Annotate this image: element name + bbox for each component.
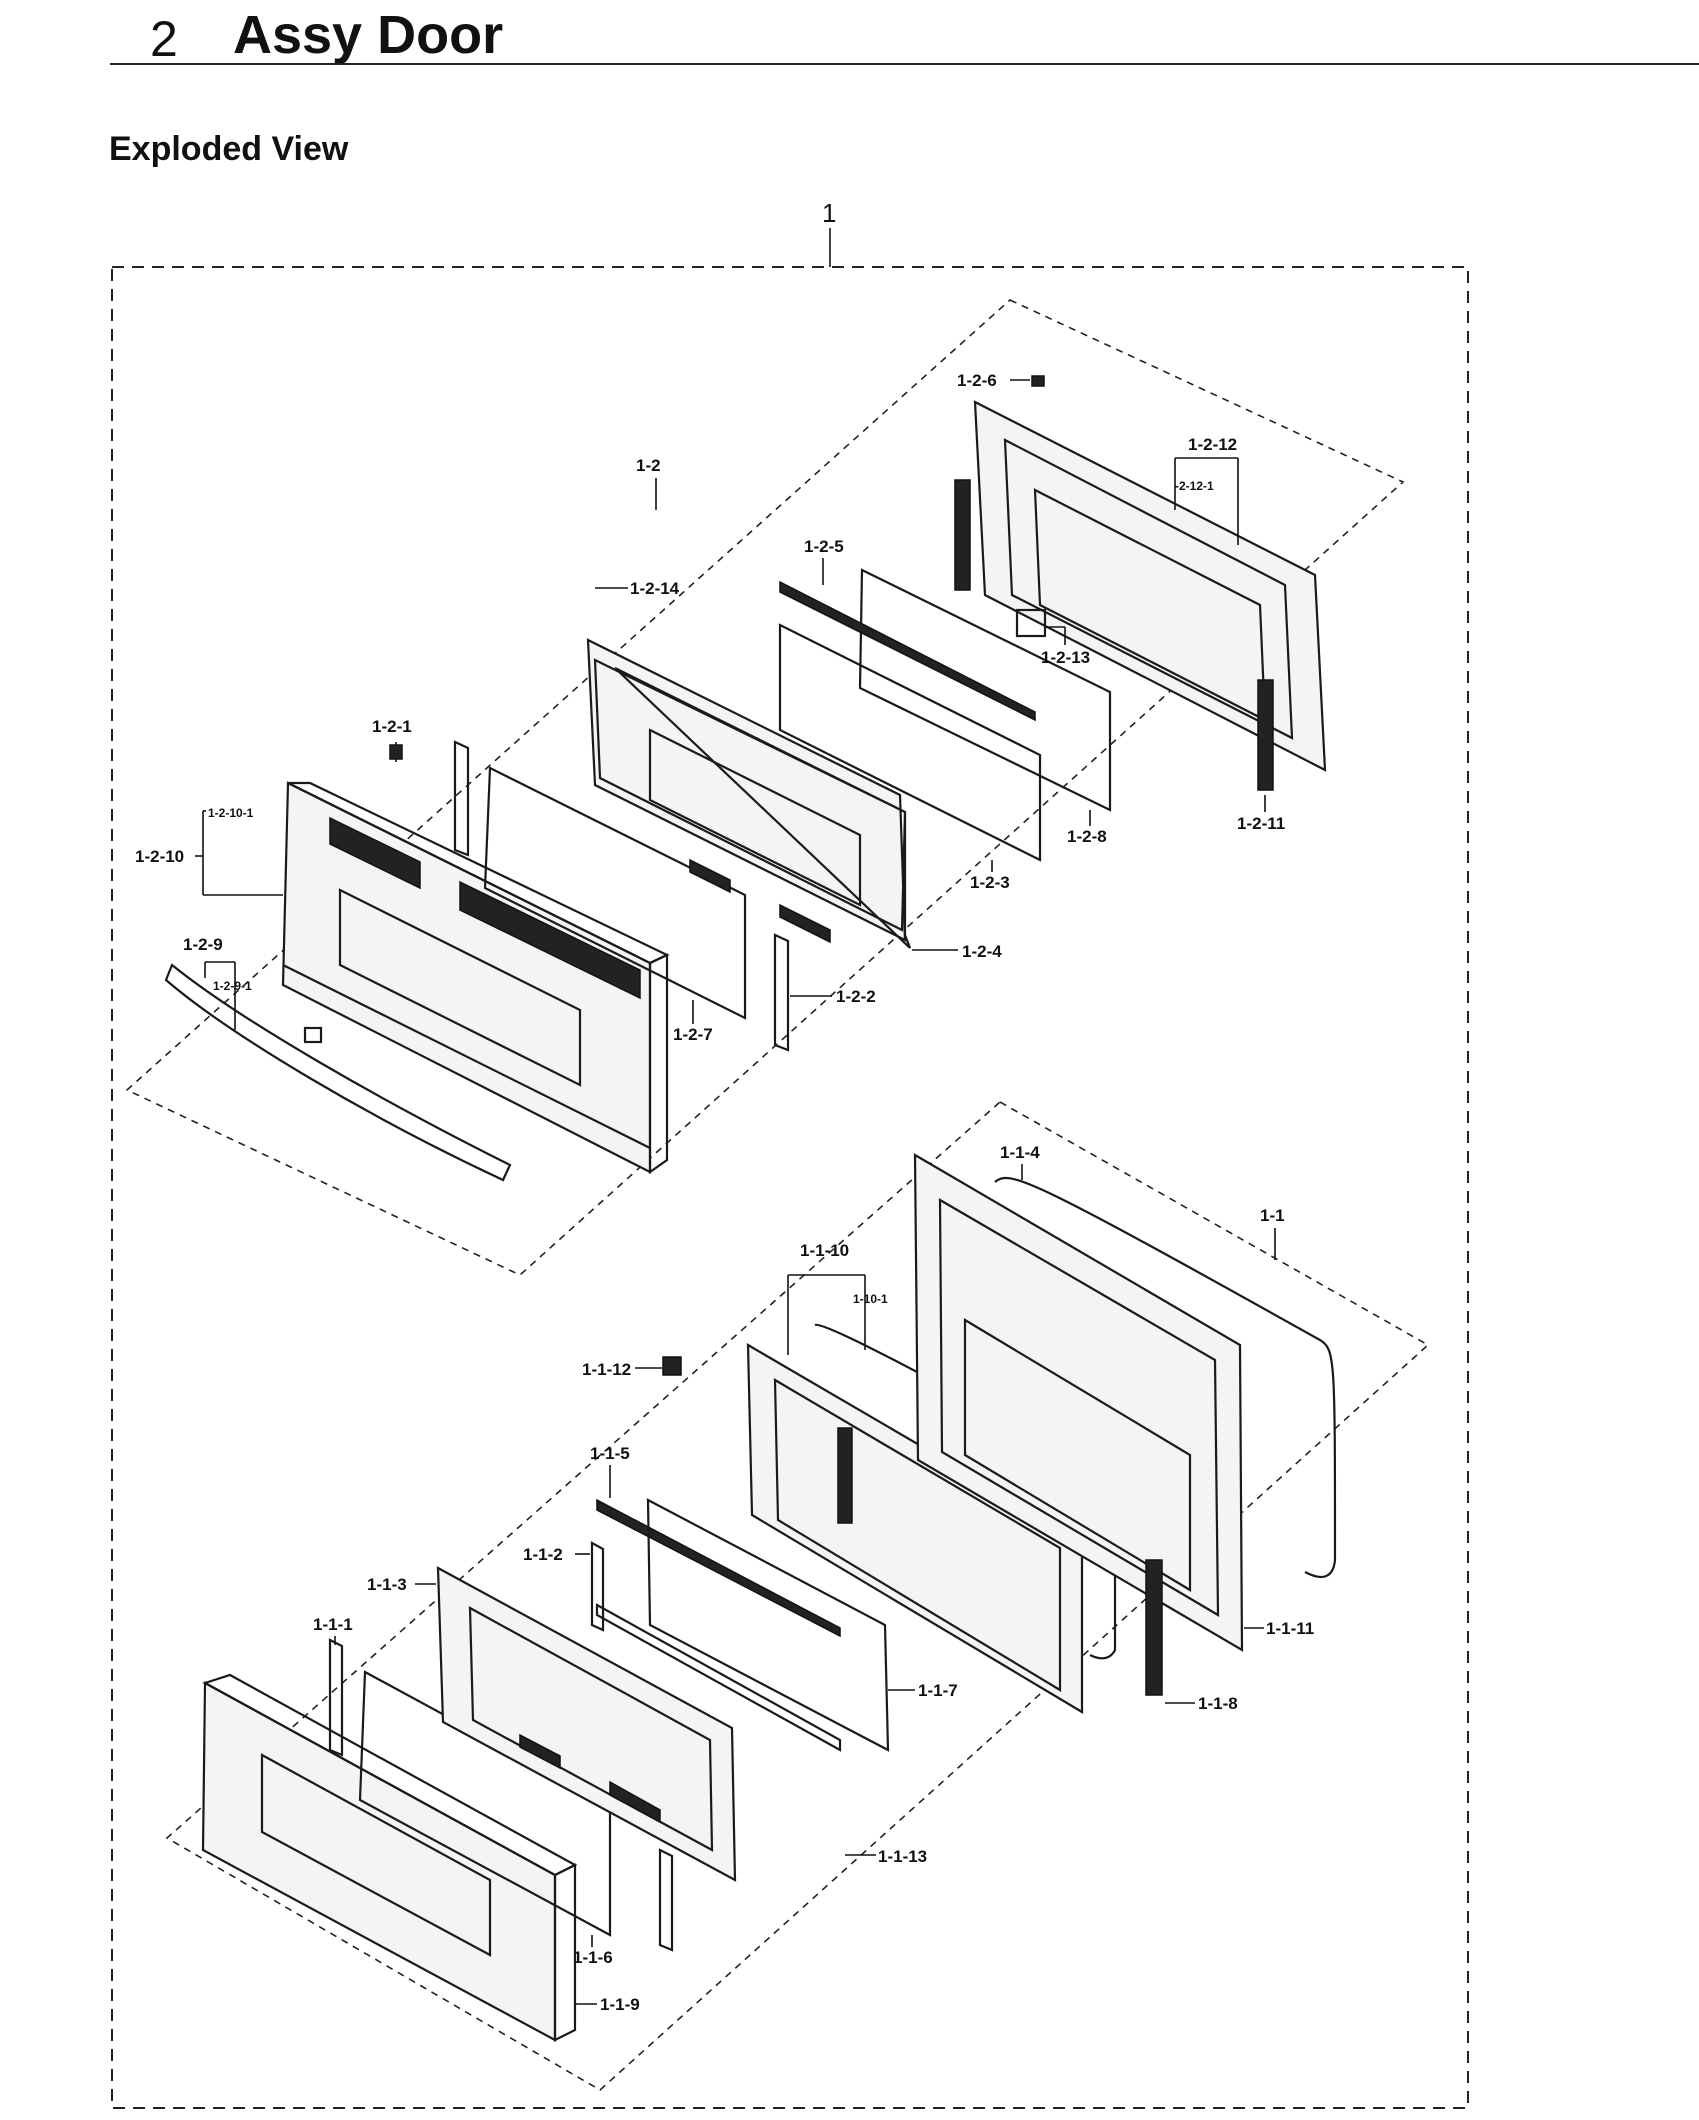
part-1-1-2-bracket [590, 1541, 605, 1632]
part-1-1-7-glass [646, 1498, 890, 1752]
label-1-1-3: 1-1-3 [367, 1575, 407, 1594]
label-1-1: 1-1 [1260, 1206, 1285, 1225]
part-1-1-12-clip [662, 1356, 682, 1376]
label-1-2-10: 1-2-10 [135, 847, 184, 866]
label-1-2-12: 1-2-12 [1188, 435, 1237, 454]
label-1-2: 1-2 [636, 456, 661, 475]
part-1-2-7-glass [483, 766, 747, 1020]
part-1-2-9-handle [164, 963, 512, 1182]
part-1-1-8-hinge [1145, 1559, 1163, 1696]
label-1-2-6: 1-2-6 [957, 371, 997, 390]
label-1-1-10: 1-1-10 [800, 1241, 849, 1260]
part-1-2-5-strip [779, 580, 1036, 722]
subassembly-1-2-boundary [125, 299, 1405, 1276]
label-1-1-1: 1-1-1 [313, 1615, 353, 1634]
part-1-1-4-gasket [994, 1176, 1337, 1579]
label-1-1-8: 1-1-8 [1198, 1694, 1238, 1713]
label-1-2-13: 1-2-13 [1041, 648, 1090, 667]
part-1-2-1-screw [389, 742, 403, 762]
subassembly-1-1-boundary [165, 1101, 1430, 2091]
label-1-2-8: 1-2-8 [1067, 827, 1107, 846]
view-title: Exploded View [109, 130, 349, 168]
header-rule [110, 63, 1699, 65]
section-number: 2 [150, 11, 178, 67]
label-1-2-1: 1-2-1 [372, 717, 412, 736]
label-1-2-14: 1-2-14 [630, 579, 680, 598]
label-1-1-2: 1-1-2 [523, 1545, 563, 1564]
part-1-2-3-inner-panel [586, 638, 907, 944]
label-1-1-6: 1-1-6 [573, 1948, 613, 1967]
label-1-2-11: 1-2-11 [1237, 814, 1285, 833]
label-1-2-9-1: 1-2-9-1 [213, 979, 252, 993]
label-1-1-12: 1-1-12 [582, 1360, 631, 1379]
label-1-2-12-1: -2-12-1 [1175, 479, 1214, 493]
part-1-2-6-screw [1031, 375, 1045, 387]
label-1-1-11: 1-1-11 [1266, 1619, 1314, 1638]
part-1-1-5-strip [596, 1498, 841, 1638]
label-1-2-2: 1-2-2 [836, 987, 876, 1006]
part-1-2-8-glass [858, 568, 1112, 812]
part-1-1-11-back-frame [913, 1153, 1244, 1652]
label-1-1-13: 1-1-13 [878, 1847, 927, 1866]
label-1-2-5: 1-2-5 [804, 537, 844, 556]
label-1-1-5: 1-1-5 [590, 1444, 630, 1463]
label-1-2-9: 1-2-9 [183, 935, 223, 954]
label-1-2-3: 1-2-3 [970, 873, 1010, 892]
part-1-2-2-bracket [773, 933, 790, 1052]
part-1-1-3-inner-panel [436, 1566, 737, 1882]
part-1-1-9-front-frame [201, 1673, 578, 2042]
label-assy: 1 [822, 198, 836, 228]
part-1-2-10-control-panel [281, 781, 670, 1175]
label-1-1-9: 1-1-9 [600, 1995, 640, 2014]
label-1-2-7: 1-2-7 [673, 1025, 713, 1044]
label-1-1-4: 1-1-4 [1000, 1143, 1040, 1162]
label-1-2-10-1: 1-2-10-1 [208, 806, 254, 820]
label-1-2-4: 1-2-4 [962, 942, 1002, 961]
page-title: Assy Door [233, 5, 504, 65]
part-1-2-11-inner-frame [954, 400, 1327, 791]
label-1-1-7: 1-1-7 [918, 1681, 958, 1700]
label-1-1-10-1: 1-10-1 [853, 1292, 888, 1306]
